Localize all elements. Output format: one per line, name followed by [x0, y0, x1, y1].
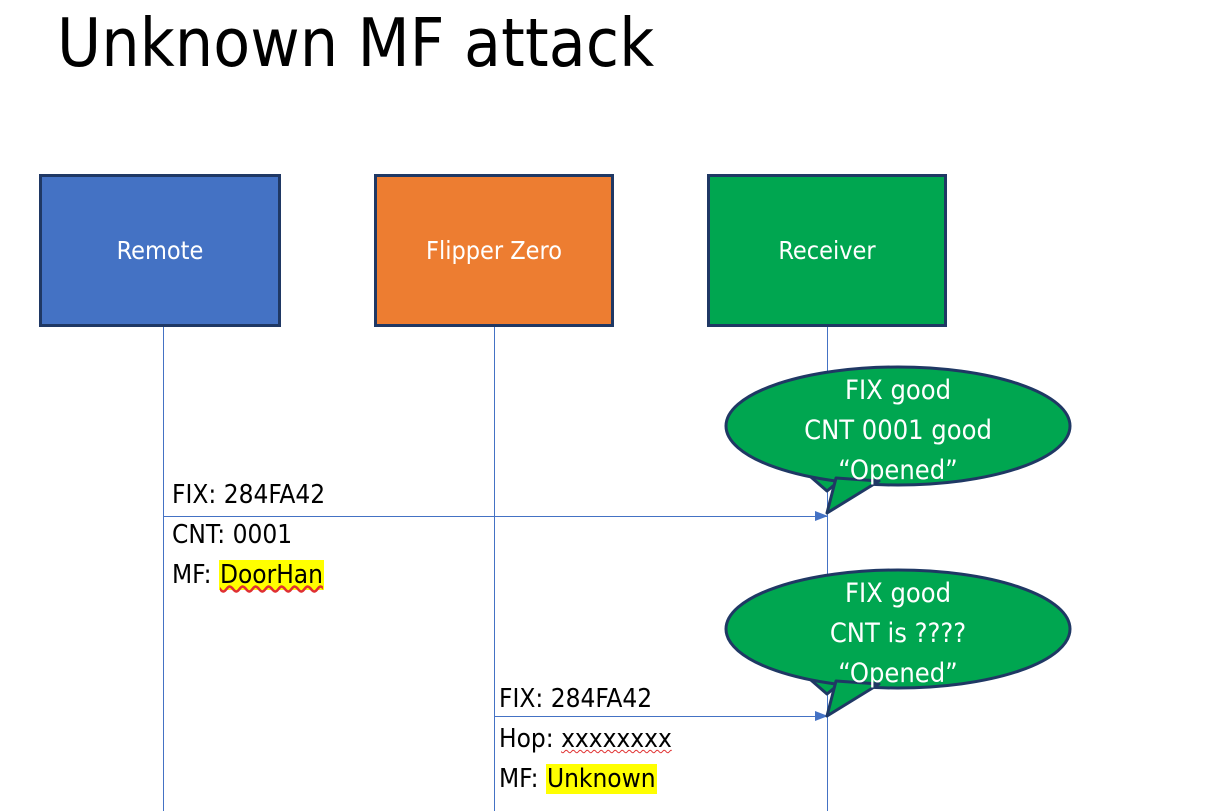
message-text-flipper-to-receiver: FIX: 284FA42 Hop: xxxxxxxx MF: Unknown [499, 679, 672, 799]
message-line-fix: FIX: 284FA42 [172, 475, 325, 515]
actor-label-flipper: Flipper Zero [426, 236, 562, 265]
message-line-cnt-label: CNT: [172, 520, 226, 550]
actor-box-remote[interactable]: Remote [39, 174, 281, 327]
message2-line-fix-value: 284FA42 [550, 684, 653, 714]
message-arrow-remote-to-receiver [163, 511, 828, 521]
callout-receiver-first: FIX good CNT 0001 good “Opened” [724, 365, 1072, 515]
message-line-mf: MF: DoorHan [172, 555, 325, 595]
message2-line-mf-label: MF: [499, 764, 539, 794]
message-line-mf-label: MF: [172, 560, 212, 590]
message-text-remote-to-receiver: FIX: 284FA42 CNT: 0001 MF: DoorHan [172, 475, 325, 595]
lifeline-receiver [827, 327, 828, 811]
actor-label-receiver: Receiver [778, 236, 876, 265]
message2-line-mf-value: Unknown [545, 764, 657, 794]
message2-line-fix: FIX: 284FA42 [499, 679, 672, 719]
message2-line-hop-label: Hop: [499, 724, 554, 754]
actor-box-flipper[interactable]: Flipper Zero [374, 174, 614, 327]
message2-line-fix-label: FIX: [499, 684, 544, 714]
message-line-fix-label: FIX: [172, 480, 217, 510]
message2-line-hop-value: xxxxxxxx [561, 724, 672, 754]
actor-label-remote: Remote [116, 236, 204, 265]
page-title: Unknown MF attack [57, 4, 655, 82]
message-arrow-flipper-to-receiver [494, 711, 828, 721]
lifeline-remote [163, 327, 164, 811]
message-line-fix-value: 284FA42 [223, 480, 326, 510]
callout-bubble-shape [724, 365, 1072, 515]
message2-line-hop: Hop: xxxxxxxx [499, 719, 672, 759]
message-line-cnt-value: 0001 [232, 520, 293, 550]
message-line-mf-value: DoorHan [218, 560, 324, 590]
message2-line-mf: MF: Unknown [499, 759, 672, 799]
callout-receiver-second: FIX good CNT is ???? “Opened” [724, 568, 1072, 718]
message-line-cnt: CNT: 0001 [172, 515, 325, 555]
actor-box-receiver[interactable]: Receiver [707, 174, 947, 327]
callout-bubble-shape-2 [724, 568, 1072, 718]
lifeline-flipper [494, 327, 495, 811]
